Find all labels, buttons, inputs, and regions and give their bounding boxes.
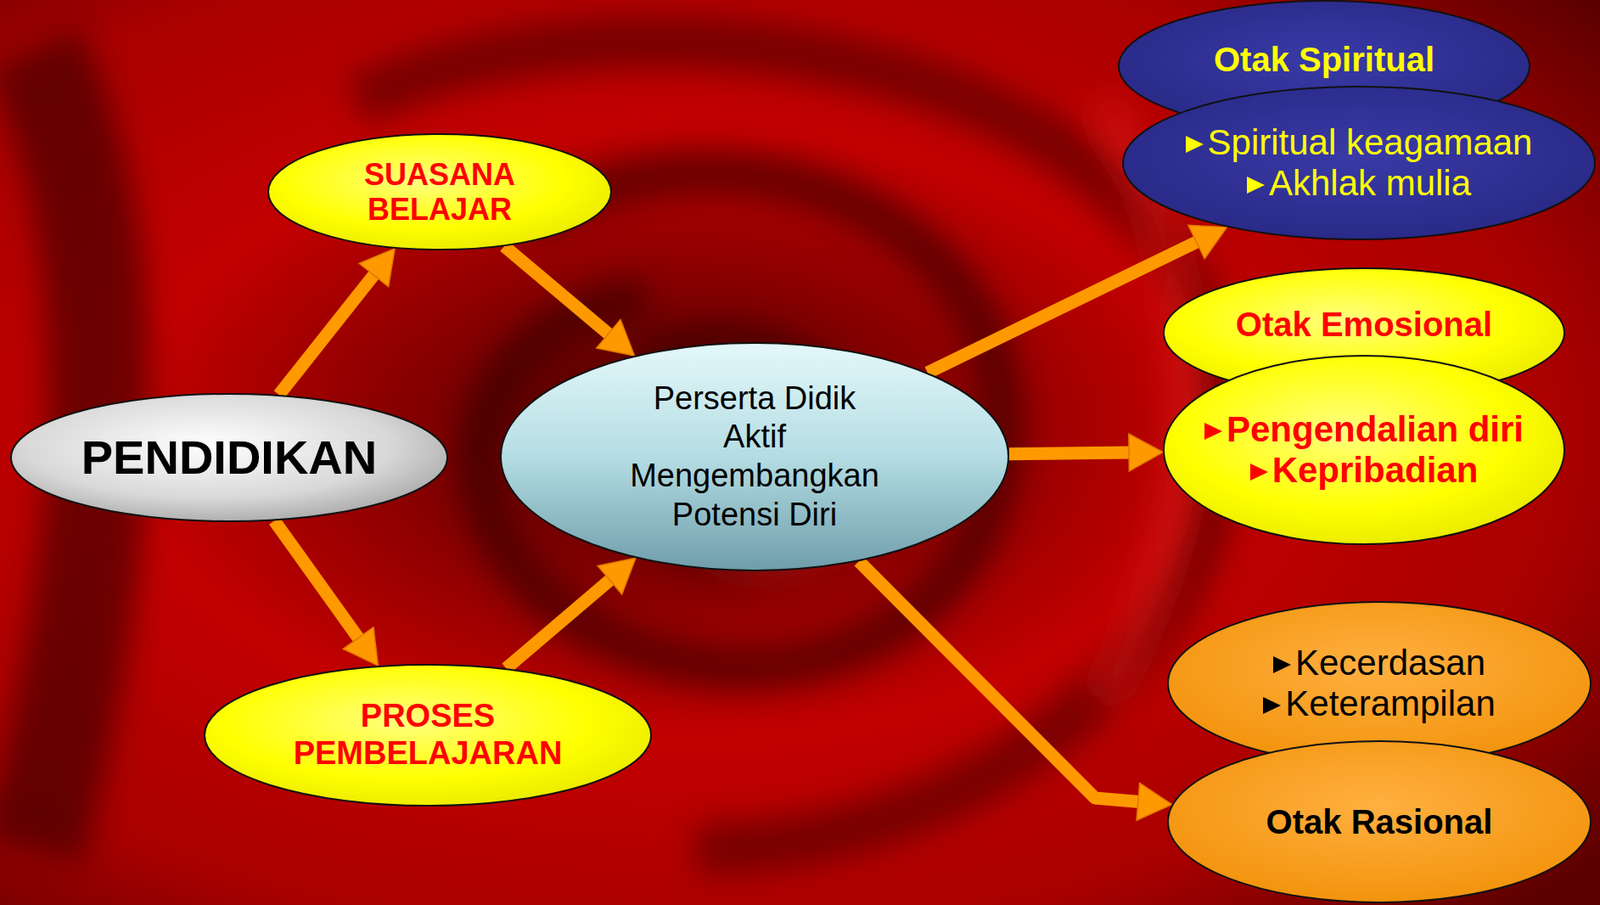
ellipse-node: Spiritual keagamaanAkhlak mulia (1122, 85, 1596, 241)
node-text: Keterampilan (1285, 683, 1495, 724)
arrow-head (342, 627, 378, 666)
node-text: Spiritual keagamaan (1207, 122, 1533, 163)
node-text-block: Perserta Didik Aktif Mengembangkan Poten… (623, 379, 887, 534)
ellipse-node: SUASANA BELAJAR (267, 133, 612, 251)
text-line: Otak Spiritual (1213, 39, 1435, 80)
bullet-marker (1185, 135, 1204, 153)
bullet-marker (1246, 176, 1265, 194)
text-line: Keterampilan (1263, 683, 1496, 725)
node-text-block: PENDIDIKAN (81, 428, 377, 486)
ellipse-node: Otak Rasional (1167, 740, 1592, 904)
node-text-block: Spiritual keagamaanAkhlak mulia (1185, 122, 1533, 205)
ellipse-shape (499, 342, 1010, 572)
text-line: Otak Emosional (1235, 303, 1493, 345)
node-text: Otak Spiritual (1213, 40, 1435, 79)
node-text-block: PROSES PEMBELAJARAN (287, 697, 568, 772)
node-text: Pengendalian diri (1226, 409, 1524, 450)
arrow-connector (1009, 433, 1163, 472)
text-line: Perserta Didik Aktif Mengembangkan Poten… (623, 379, 887, 534)
node-text: Kepribadian (1272, 449, 1479, 490)
ellipse-node: PENDIDIKAN (10, 392, 449, 523)
text-line: PENDIDIKAN (81, 428, 377, 486)
node-text: SUASANA BELAJAR (364, 157, 516, 227)
text-line: Pengendalian diri (1204, 409, 1524, 450)
arrow-connector (505, 557, 636, 669)
bullet-marker (1204, 422, 1223, 440)
arrow-head (1136, 782, 1173, 820)
node-text: Otak Rasional (1266, 802, 1494, 841)
node-text-block: Otak Emosional (1235, 303, 1493, 345)
arrow-connector (504, 246, 635, 356)
text-line: Kecerdasan (1263, 642, 1496, 684)
node-text: Kecerdasan (1295, 642, 1486, 683)
text-line: Kepribadian (1204, 449, 1524, 491)
arrow-shaft (279, 273, 376, 395)
text-line: PROSES PEMBELAJARAN (287, 697, 568, 772)
node-text-block: Otak Spiritual (1213, 39, 1435, 80)
node-text: Akhlak mulia (1268, 162, 1471, 203)
node-text: Perserta Didik Aktif Mengembangkan Poten… (629, 380, 880, 533)
node-text-block: Otak Rasional (1266, 801, 1494, 843)
node-text-block: Pengendalian diriKepribadian (1204, 409, 1524, 492)
arrow-head (596, 319, 635, 356)
ellipse-node: Perserta Didik Aktif Mengembangkan Poten… (499, 342, 1010, 572)
arrow-shaft (505, 578, 612, 669)
text-line: Spiritual keagamaan (1185, 122, 1533, 163)
arrow-head (359, 248, 395, 287)
ellipse-node: PROSES PEMBELAJARAN (203, 663, 652, 807)
node-text-block: KecerdasanKeterampilan (1263, 642, 1496, 725)
arrow-shaft (274, 520, 360, 640)
text-line: SUASANA BELAJAR (354, 157, 525, 228)
node-text: PROSES PEMBELAJARAN (293, 697, 563, 771)
bullet-marker (1273, 656, 1292, 674)
arrow-head (597, 557, 636, 595)
arrow-connector (274, 520, 378, 666)
node-text: Otak Emosional (1235, 305, 1493, 343)
arrow-connector (858, 561, 1173, 820)
arrow-shaft (1009, 452, 1131, 455)
arrow-head (1128, 433, 1163, 472)
arrow-connector (279, 248, 396, 395)
arrow-shaft (504, 246, 610, 336)
ellipse-node: Pengendalian diriKepribadian (1162, 354, 1566, 545)
node-text: PENDIDIKAN (81, 430, 377, 484)
text-line: Akhlak mulia (1185, 162, 1533, 204)
arrow-head (1188, 224, 1228, 259)
node-text-block: SUASANA BELAJAR (354, 157, 525, 228)
arrow-shaft (927, 241, 1199, 373)
bullet-marker (1250, 463, 1269, 481)
arrow-shaft (858, 561, 1140, 802)
bullet-marker (1263, 696, 1281, 714)
text-line: Otak Rasional (1266, 801, 1494, 843)
